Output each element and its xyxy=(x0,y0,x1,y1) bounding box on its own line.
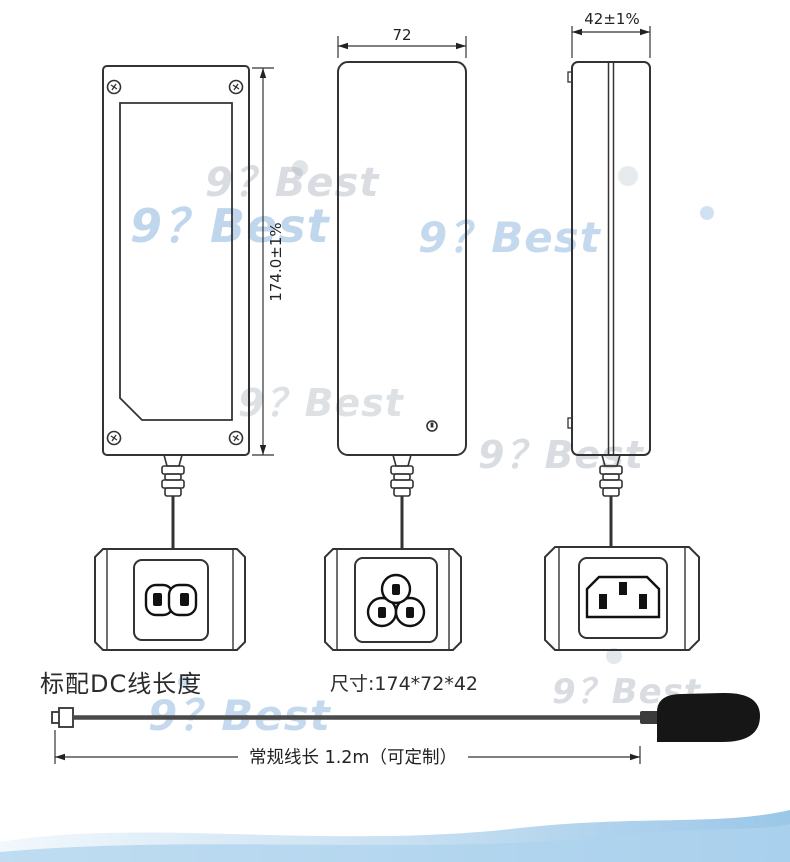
edge-view xyxy=(567,61,651,548)
strain-relief xyxy=(390,454,414,497)
front-view-outline xyxy=(102,65,250,456)
cable-length-dimension: 常规线长 1.2m（可定制） xyxy=(54,730,641,768)
c14-inlet-icon xyxy=(585,575,661,619)
dc-cable-length-title: 标配DC线长度 xyxy=(40,670,203,698)
cable-end-connector xyxy=(51,707,74,728)
c8-inlet-icon xyxy=(144,583,198,617)
watermark-text: 9？Best xyxy=(130,199,330,253)
case-clip xyxy=(567,417,573,429)
height-dimension-label: 174.0±1% xyxy=(267,222,285,301)
size-label: 尺寸:174*72*42 xyxy=(330,673,479,695)
case-clip xyxy=(567,71,573,83)
cable-length-label: 常规线长 1.2m（可定制） xyxy=(249,748,457,768)
height-dimension: 174.0±1% xyxy=(252,67,285,456)
side-view-outline xyxy=(337,61,467,456)
watermark-bubble xyxy=(178,676,190,688)
bottom-wave-decoration xyxy=(0,810,790,862)
screw-icon xyxy=(106,79,122,95)
inlet-module-c8 xyxy=(94,548,246,651)
screw-icon xyxy=(228,430,244,446)
watermark-bubble xyxy=(292,160,308,176)
watermark-text: 9？Best xyxy=(238,381,404,425)
watermark-text: 9？Best xyxy=(418,213,601,262)
dc-cable-drawing xyxy=(51,692,760,742)
watermark-bubble xyxy=(606,648,622,664)
edge-view-outline xyxy=(571,61,651,456)
depth-dimension-label: 42±1% xyxy=(584,10,639,28)
power-plug xyxy=(657,692,760,742)
screw-hole-icon xyxy=(426,420,438,432)
inlet-recess xyxy=(133,559,209,641)
front-view xyxy=(102,65,250,550)
inlet-module-c6 xyxy=(324,548,462,651)
strain-relief xyxy=(161,454,185,497)
strain-relief xyxy=(599,454,623,497)
watermark-bubble xyxy=(700,206,714,220)
screw-icon xyxy=(228,79,244,95)
width-dimension: 72 xyxy=(337,26,467,58)
inlet-recess xyxy=(578,557,668,639)
depth-dimension: 42±1% xyxy=(571,10,651,58)
plug-strain-relief xyxy=(640,711,660,724)
inlet-module-outline xyxy=(324,548,462,651)
width-dimension-label: 72 xyxy=(392,26,411,44)
c6-inlet-icon xyxy=(366,573,426,628)
side-view xyxy=(337,61,467,550)
inlet-recess xyxy=(354,557,438,643)
inlet-module-outline xyxy=(544,546,700,651)
inlet-module-c14 xyxy=(544,546,700,651)
front-view-label-recess xyxy=(119,102,233,421)
inlet-module-outline xyxy=(94,548,246,651)
watermark-text: 9？Best xyxy=(205,160,380,206)
watermark-bubble xyxy=(618,166,638,186)
screw-icon xyxy=(106,430,122,446)
